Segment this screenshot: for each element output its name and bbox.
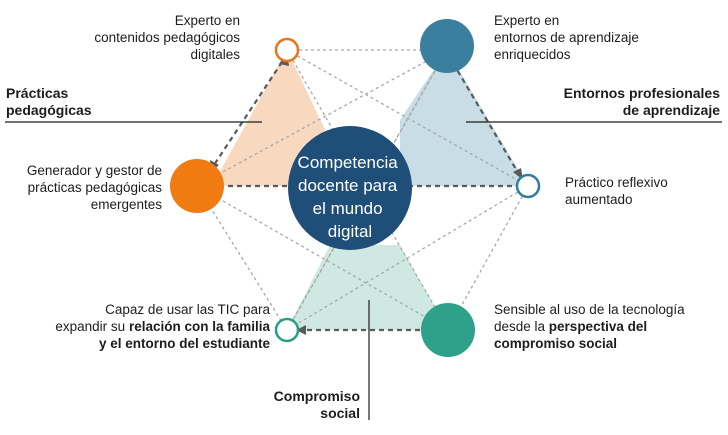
label-left: Generador y gestor de prácticas pedagógi… — [26, 163, 162, 212]
node-bottom-right — [421, 303, 475, 357]
center-line-4: digital — [328, 222, 372, 241]
arrow-lines — [211, 61, 521, 332]
label-right: Práctico reflexivo aumentado — [565, 175, 668, 207]
green-triangle — [287, 245, 448, 330]
node-top-right — [420, 19, 474, 73]
node-top-left — [274, 37, 300, 63]
center-text: Competencia docente para el mundo digita… — [298, 153, 403, 241]
section-label-left: Prácticas pedagógicas — [6, 85, 92, 118]
blue-triangle — [400, 50, 528, 186]
node-bottom-left — [274, 317, 300, 343]
node-right — [515, 173, 541, 199]
center-line-2: docente para — [298, 176, 398, 195]
label-bottom-left: Capaz de usar las TIC para expandir su r… — [55, 302, 270, 351]
center-circle — [288, 126, 412, 250]
label-top-right: Experto en entornos de aprendizaje enriq… — [494, 13, 639, 62]
connector-lines — [196, 49, 529, 331]
center-line-1: Competencia — [298, 153, 399, 172]
node-left — [170, 159, 224, 213]
center-line-3: el mundo — [313, 199, 383, 218]
section-label-bottom: Compromiso social — [273, 388, 360, 421]
section-label-right: Entornos profesionales de aprendizaje — [563, 85, 720, 118]
label-top-left: Experto en contenidos pedagógicos digita… — [94, 13, 240, 62]
label-bottom-right: Sensible al uso de la tecnología desde l… — [494, 302, 685, 351]
